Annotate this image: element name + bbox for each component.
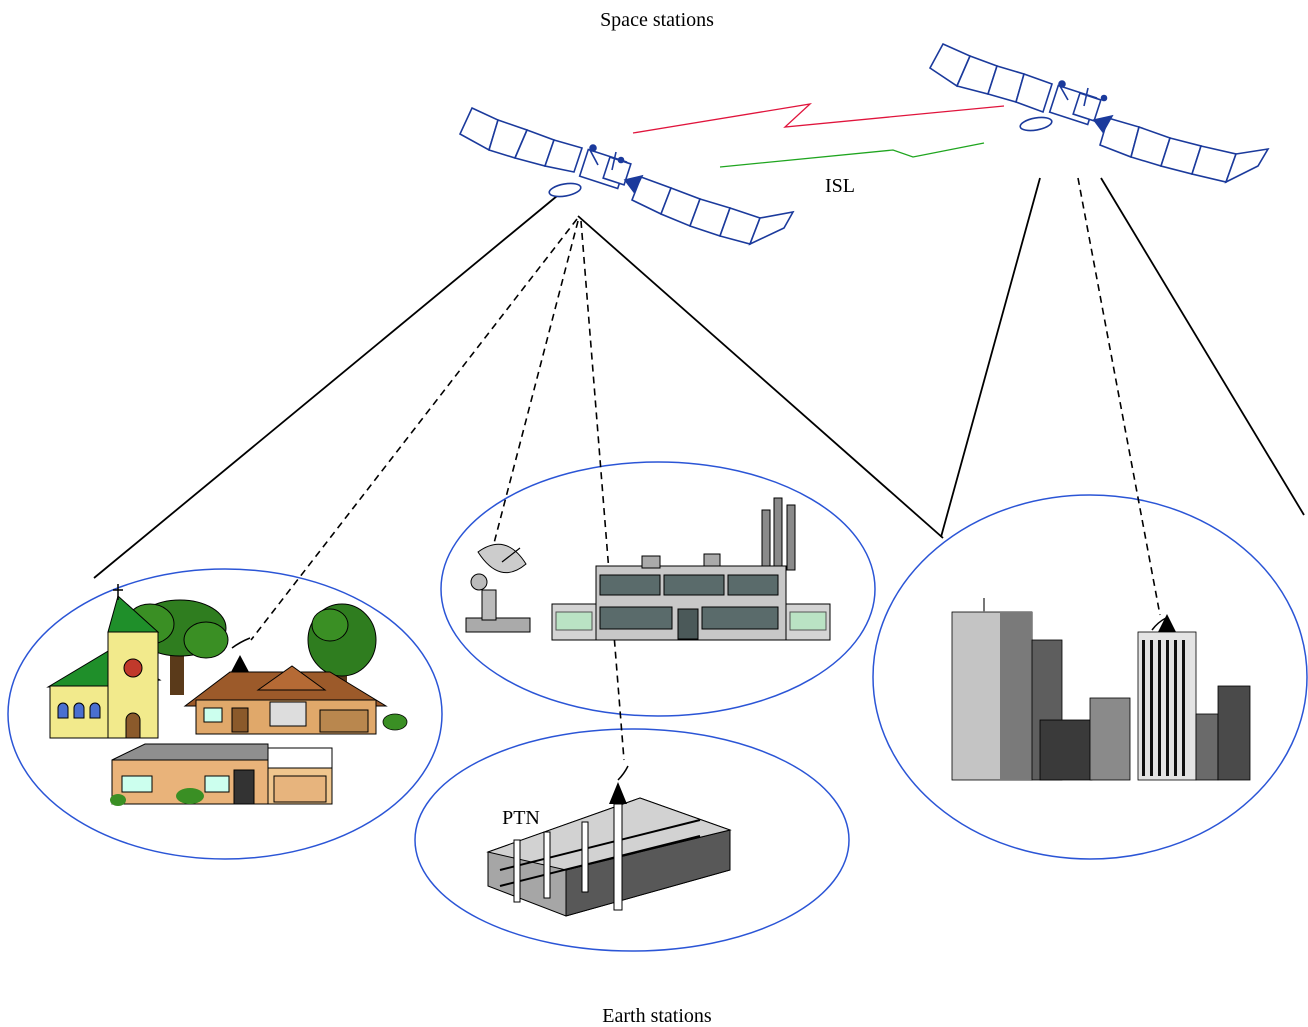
tree-icon [307, 603, 377, 700]
coverage-ellipse-residential [7, 568, 443, 860]
coverage-ellipse-ptn [414, 728, 850, 952]
dish-antenna-icon [465, 543, 531, 633]
dashed-links [250, 177, 1161, 761]
satellite-icon [458, 106, 795, 246]
coverage-ellipse-city [872, 494, 1308, 860]
beam-edges [93, 177, 1305, 579]
office-building-icon [486, 765, 732, 917]
house-icon [183, 665, 408, 735]
isl-link-green [719, 142, 985, 168]
satellite-icon [928, 42, 1270, 184]
coverage-ellipse-industrial [440, 461, 876, 717]
house-icon [110, 743, 333, 806]
church-icon [46, 584, 162, 739]
ptn-label: PTN [502, 807, 540, 829]
antenna-icon [231, 637, 251, 672]
factory-icon [551, 497, 831, 641]
earth-stations-label: Earth stations [602, 1005, 712, 1027]
isl-link-red [632, 103, 1005, 134]
space-stations-label: Space stations [600, 9, 714, 31]
isl-label: ISL [825, 175, 855, 197]
skyscraper-icon [951, 598, 1251, 781]
